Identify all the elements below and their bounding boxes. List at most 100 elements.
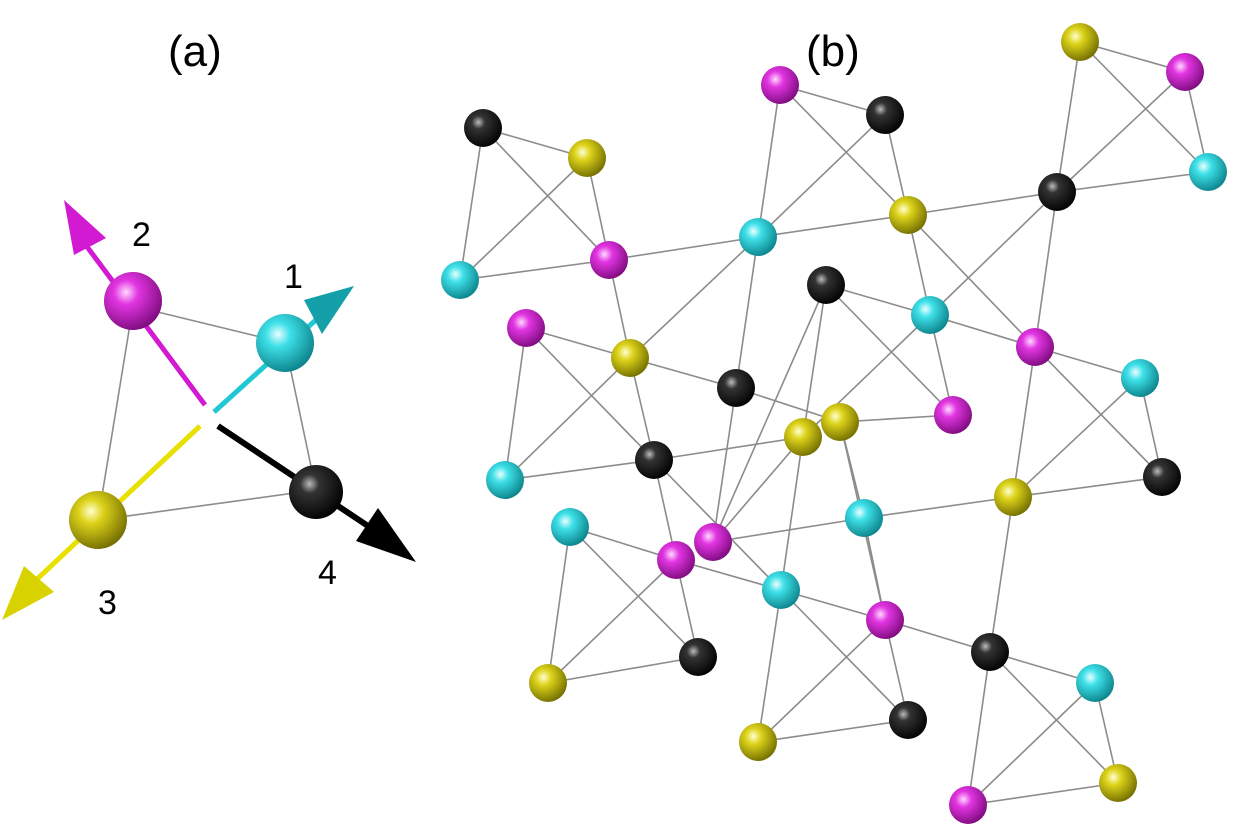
lattice-bond xyxy=(547,559,677,684)
lattice-site-cyan xyxy=(551,508,589,546)
lattice-bond xyxy=(967,682,1096,806)
lattice-bond xyxy=(1012,377,1141,498)
lattice-site-black xyxy=(971,633,1009,671)
lattice-site-magenta xyxy=(949,786,987,824)
lattice-site-yellow xyxy=(611,339,649,377)
lattice-bond xyxy=(757,589,782,743)
lattice-site-cyan xyxy=(739,218,777,256)
spin-site-2 xyxy=(104,272,162,330)
spin-label-4: 4 xyxy=(318,554,337,592)
lattice-bond xyxy=(967,651,991,806)
lattice-bond xyxy=(712,517,865,543)
lattice-site-black xyxy=(679,638,717,676)
spin-arrow-4 xyxy=(216,423,416,562)
lattice-site-cyan xyxy=(441,261,479,299)
lattice-site-black xyxy=(1143,458,1181,496)
lattice-site-yellow xyxy=(739,723,777,761)
lattice-bond xyxy=(907,191,1058,216)
lattice-site-yellow xyxy=(821,403,859,441)
lattice-bond xyxy=(1056,71,1186,193)
spin-label-1: 1 xyxy=(284,258,303,296)
spin-site-4 xyxy=(289,465,343,519)
lattice-bond xyxy=(504,357,631,481)
lattice-bond xyxy=(504,327,527,481)
panel-a-tetrahedron: 1 2 3 4 xyxy=(2,200,416,622)
lattice-site-cyan xyxy=(486,461,524,499)
lattice-site-yellow xyxy=(1099,764,1137,802)
lattice-bond xyxy=(504,459,655,481)
lattice-site-yellow xyxy=(568,139,606,177)
lattice-site-cyan xyxy=(1189,153,1227,191)
lattice-site-magenta xyxy=(507,309,545,347)
lattice-bond xyxy=(547,526,571,684)
lattice-site-magenta xyxy=(761,66,799,104)
lattice-bond xyxy=(757,719,909,743)
lattice-bond xyxy=(780,589,909,721)
lattice-site-magenta xyxy=(657,541,695,579)
lattice-site-cyan xyxy=(845,499,883,537)
lattice-bond xyxy=(967,782,1119,806)
lattice-bond xyxy=(757,619,886,743)
lattice-bond xyxy=(712,284,827,543)
lattice-bond xyxy=(989,496,1014,653)
lattice-bond xyxy=(1034,191,1058,348)
spin-site-1 xyxy=(256,314,314,372)
lattice-site-yellow xyxy=(1061,23,1099,61)
panel-a-label: (a) xyxy=(168,27,222,76)
lattice-bond xyxy=(482,127,610,261)
lattice-site-yellow xyxy=(784,418,822,456)
lattice-bond xyxy=(1079,41,1209,173)
lattice-bond xyxy=(712,387,737,543)
lattice-site-black xyxy=(807,266,845,304)
lattice-bond xyxy=(907,214,1036,348)
lattice-bond xyxy=(757,114,886,238)
lattice-bond xyxy=(1034,346,1163,478)
lattice-site-magenta xyxy=(590,241,628,279)
lattice-bond xyxy=(1012,476,1163,498)
lattice-bond xyxy=(1056,171,1209,193)
lattice-bond xyxy=(712,436,804,543)
lattice-site-cyan xyxy=(911,296,949,334)
spin-site-3 xyxy=(69,491,127,549)
lattice-bond xyxy=(929,191,1058,316)
lattice-site-cyan xyxy=(1121,359,1159,397)
lattice-site-cyan xyxy=(762,571,800,609)
lattice-bond xyxy=(459,127,484,281)
lattice-site-yellow xyxy=(529,664,567,702)
lattice-site-magenta xyxy=(1016,328,1054,366)
lattice-site-magenta xyxy=(934,396,972,434)
lattice-site-black xyxy=(464,109,502,147)
lattice-bond xyxy=(735,236,759,389)
lattice-bond xyxy=(863,496,1014,519)
lattice-site-yellow xyxy=(889,196,927,234)
lattice-site-black xyxy=(889,701,927,739)
lattice-bond xyxy=(653,436,804,461)
lattice-site-black xyxy=(635,441,673,479)
lattice-bond xyxy=(1012,346,1036,498)
lattice-bond xyxy=(780,436,804,591)
lattice-site-yellow xyxy=(994,478,1032,516)
lattice-site-magenta xyxy=(1166,53,1204,91)
lattice-site-black xyxy=(1038,173,1076,211)
lattice-bond xyxy=(757,84,781,238)
lattice-bond xyxy=(1056,41,1081,193)
lattice-bond xyxy=(547,656,699,684)
lattice-bond xyxy=(459,259,610,281)
lattice-site-black xyxy=(866,96,904,134)
lattice-bond xyxy=(629,236,759,359)
lattice-bond xyxy=(757,214,909,238)
lattice-site-magenta xyxy=(866,601,904,639)
spin-label-3: 3 xyxy=(98,584,117,622)
lattice-bond xyxy=(608,236,759,261)
lattice-site-magenta xyxy=(694,523,732,561)
lattice-bond xyxy=(525,327,655,461)
lattice-atoms xyxy=(441,23,1227,824)
lattice-site-black xyxy=(717,369,755,407)
lattice-bond xyxy=(825,284,954,416)
lattice-bond xyxy=(989,651,1119,784)
lattice-site-cyan xyxy=(1076,664,1114,702)
lattice-bond xyxy=(779,84,909,216)
lattice-bond xyxy=(459,157,588,281)
panel-b-label: (b) xyxy=(806,27,860,76)
